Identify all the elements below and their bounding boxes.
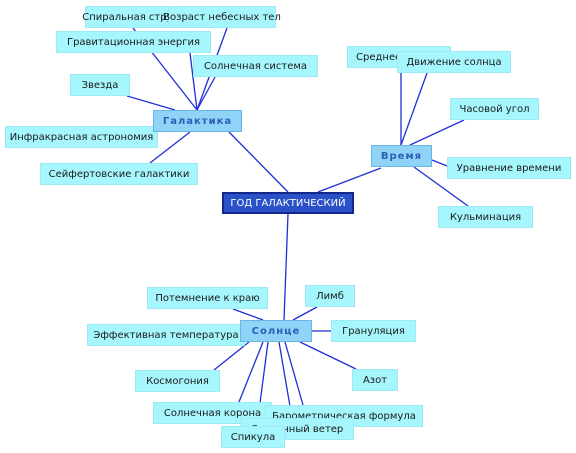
- edge-15: [232, 308, 264, 321]
- leaf-infrared-astronomy[interactable]: Инфракрасная астрономия: [5, 126, 158, 148]
- edge-1: [317, 167, 382, 193]
- leaf-cosmogony[interactable]: Космогония: [135, 370, 220, 392]
- leaf-gravitational-energy[interactable]: Гравитационная энергия: [56, 31, 211, 53]
- edge-13: [431, 159, 448, 167]
- edge-9: [149, 131, 191, 164]
- leaf-granulation[interactable]: Грануляция: [331, 320, 416, 342]
- leaf-sun-motion[interactable]: Движение солнца: [397, 51, 511, 73]
- edge-21: [238, 341, 264, 403]
- edge-2: [283, 213, 289, 321]
- leaf-nitrogen[interactable]: Азот: [352, 369, 398, 391]
- leaf-star[interactable]: Звезда: [70, 74, 130, 96]
- edge-11: [400, 72, 428, 146]
- hub-time[interactable]: Время: [371, 145, 432, 167]
- leaf-seyfert-galaxies[interactable]: Сейфертовские галактики: [40, 163, 198, 185]
- leaf-equation-of-time[interactable]: Уравнение времени: [447, 157, 571, 179]
- root-node[interactable]: ГОД ГАЛАКТИЧЕСКИЙ: [222, 192, 354, 214]
- edge-0: [228, 131, 289, 193]
- edge-7: [126, 95, 176, 111]
- hub-sun[interactable]: Солнце: [240, 320, 312, 342]
- leaf-solar-system[interactable]: Солнечная система: [193, 55, 318, 77]
- edge-6: [196, 76, 216, 111]
- leaf-spicule[interactable]: Спикула: [221, 426, 285, 448]
- leaf-effective-temperature[interactable]: Эффективная температура: [87, 324, 245, 346]
- edge-12: [409, 119, 465, 146]
- edge-16: [292, 306, 318, 321]
- leaf-hour-angle[interactable]: Часовой угол: [450, 98, 539, 120]
- hub-galaxy[interactable]: Галактика: [153, 110, 242, 132]
- leaf-celestial-age[interactable]: Возраст небесных тел: [163, 6, 281, 28]
- edge-14: [413, 166, 469, 207]
- edge-19: [213, 341, 250, 371]
- leaf-culmination[interactable]: Кульминация: [438, 206, 533, 228]
- leaf-limb-darkening[interactable]: Потемнение к краю: [147, 287, 268, 309]
- edge-22: [284, 341, 304, 406]
- edge-5: [189, 52, 198, 111]
- edge-20: [299, 341, 357, 370]
- leaf-limb[interactable]: Лимб: [305, 285, 355, 307]
